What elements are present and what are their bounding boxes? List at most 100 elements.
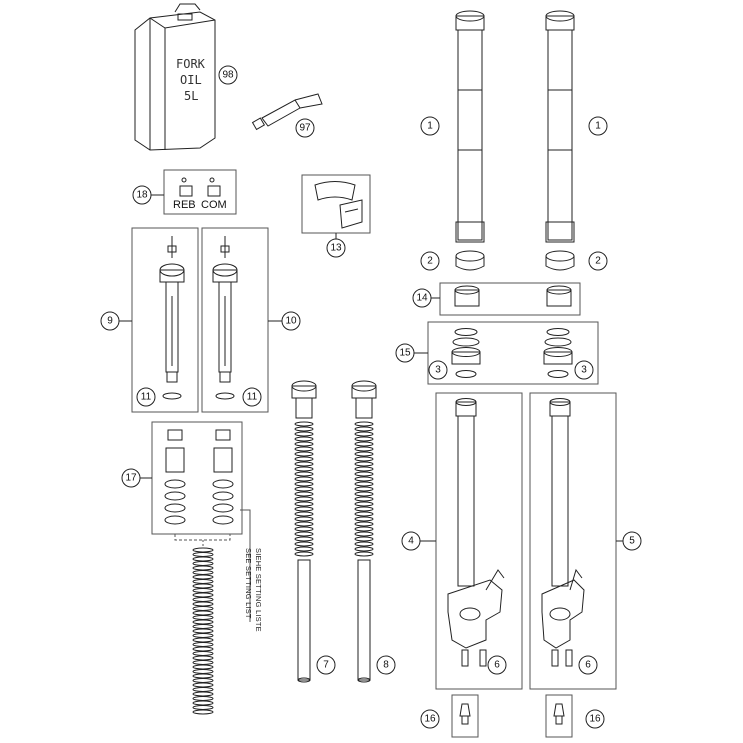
svg-text:6: 6 <box>585 660 591 671</box>
cartridge-box-left <box>131 227 199 413</box>
spring-coil <box>294 461 314 467</box>
spring-coil <box>354 436 374 442</box>
seal-14-left <box>454 285 480 307</box>
damper-rod-right <box>351 380 377 683</box>
spring-coil <box>294 546 314 552</box>
svg-text:16: 16 <box>424 714 436 725</box>
cartridge-right <box>212 236 238 400</box>
svg-text:13: 13 <box>330 243 342 254</box>
spacer-set-box <box>151 421 243 535</box>
spring-coil <box>192 696 214 701</box>
callout-10: 10 <box>281 311 301 331</box>
svg-text:2: 2 <box>427 256 433 267</box>
setting-note-de: SIEHE SETTING LISTE <box>254 548 263 632</box>
spring-coil <box>294 436 314 442</box>
spring-coil <box>294 516 314 522</box>
callout-1-left: 1 <box>420 116 440 136</box>
spring-coil <box>354 541 374 547</box>
callout-18: 18 <box>132 185 152 205</box>
spring-coil <box>192 660 214 665</box>
callout-6-left: 6 <box>487 655 507 675</box>
spring-coil <box>294 496 314 502</box>
spring-coil <box>192 705 214 710</box>
spring-coil <box>294 446 314 452</box>
svg-text:1: 1 <box>595 121 601 132</box>
com-label: COM <box>201 199 227 211</box>
spring-coil <box>192 583 214 589</box>
spacer-set-left <box>164 429 186 525</box>
spring-coil <box>294 511 314 517</box>
spring-coil <box>354 486 374 492</box>
spring-coil <box>294 421 314 427</box>
bleeder-valve-right <box>553 703 565 725</box>
reb-label: REB <box>173 199 196 211</box>
bleeder-box-right <box>545 694 573 738</box>
spring-coil <box>192 655 214 661</box>
spring-coil <box>192 547 214 553</box>
spring-coil <box>294 526 314 532</box>
svg-text:15: 15 <box>399 348 411 359</box>
callout-13: 13 <box>326 238 346 258</box>
spring-coil <box>354 426 374 432</box>
svg-text:9: 9 <box>107 316 113 327</box>
spacer-set-right <box>212 429 234 525</box>
spring-coil <box>354 516 374 522</box>
svg-text:3: 3 <box>435 365 441 376</box>
callout-11-right: 11 <box>242 387 262 407</box>
spring-coil <box>294 531 314 537</box>
fork-spring <box>192 547 214 715</box>
callout-98: 98 <box>218 65 238 85</box>
spring-coil <box>354 446 374 452</box>
svg-text:8: 8 <box>383 660 389 671</box>
spring-coil <box>294 426 314 432</box>
callout-9: 9 <box>100 311 120 331</box>
spring-coil <box>294 506 314 512</box>
spring-coil <box>192 700 214 706</box>
spring-coil <box>192 606 214 611</box>
callout-1-right: 1 <box>588 116 608 136</box>
spring-coil <box>294 536 314 542</box>
adjuster-rebound <box>179 177 193 197</box>
oil-can-text-5l: 5L <box>184 89 198 103</box>
spring-coil <box>192 669 214 674</box>
spring-coil <box>294 476 314 482</box>
spring-coil <box>192 556 214 562</box>
callout-8: 8 <box>376 655 396 675</box>
callout-17: 17 <box>121 468 141 488</box>
spring-coil <box>354 476 374 482</box>
callout-14: 14 <box>412 288 432 308</box>
spring-coil <box>354 536 374 542</box>
svg-text:97: 97 <box>299 123 311 134</box>
callout-11-left: 11 <box>136 387 156 407</box>
adjuster-compression <box>207 177 221 197</box>
svg-text:5: 5 <box>629 536 635 547</box>
svg-text:11: 11 <box>247 392 258 403</box>
svg-text:10: 10 <box>285 316 297 327</box>
spring-coil <box>354 441 374 447</box>
cartridge-box-right <box>201 227 269 413</box>
leader-lines <box>119 194 630 542</box>
spring-coil <box>354 421 374 427</box>
spring-coil <box>354 471 374 477</box>
outer-tube-right <box>545 10 575 243</box>
spring-coil <box>294 456 314 462</box>
svg-text:17: 17 <box>125 473 137 484</box>
callout-15: 15 <box>395 343 415 363</box>
svg-text:7: 7 <box>323 660 329 671</box>
spring-coil <box>294 551 314 557</box>
inner-tube-right <box>541 398 585 667</box>
svg-text:2: 2 <box>595 256 601 267</box>
callout-16-left: 16 <box>420 709 440 729</box>
spring-coil <box>294 486 314 492</box>
svg-text:3: 3 <box>581 365 587 376</box>
bushing-left <box>455 250 485 271</box>
svg-text:6: 6 <box>494 660 500 671</box>
spring-coil <box>354 466 374 472</box>
callout-97: 97 <box>295 118 315 138</box>
spring-coil <box>192 633 214 638</box>
spring-coil <box>354 531 374 537</box>
spring-coil <box>192 678 214 683</box>
adjuster-group-box <box>163 169 237 215</box>
spring-coil <box>192 610 214 616</box>
callout-3-right: 3 <box>574 360 594 380</box>
